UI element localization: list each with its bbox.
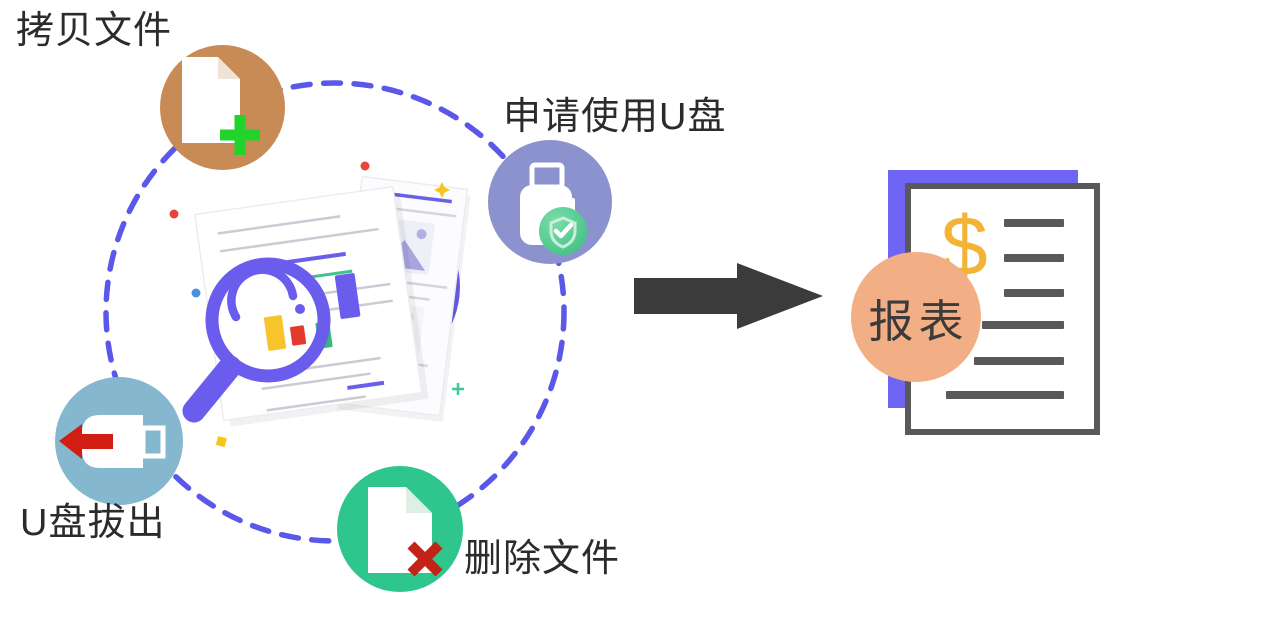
plus-icon [220,115,260,155]
center-illustration [103,80,567,544]
label-apply-usb: 申请使用U盘 [503,96,727,138]
report-line [946,391,1064,399]
checkmark-icon [553,222,574,239]
report-line [974,357,1064,365]
cross-icon [407,541,443,577]
gauge-dot [295,304,305,314]
report-line [982,321,1064,329]
gauge-arc [227,265,298,322]
magnifier-lens-ring [205,257,331,383]
eject-arrow-icon [59,424,113,459]
node-usb-eject [55,377,183,505]
file-add-icon [182,57,260,155]
label-usb-eject: U盘拔出 [20,502,166,544]
node-copy-file [160,45,285,170]
report-line [1004,289,1064,297]
report-line [1004,219,1064,227]
magnifier-icon [182,257,333,423]
flow-arrow [634,263,823,329]
arrow-right-icon [634,263,823,329]
report-line [1004,254,1064,262]
label-delete-file: 删除文件 [464,538,621,580]
report-badge: 报表 [851,252,981,382]
dashed-orbit-ring [103,80,567,544]
node-delete-file [337,466,463,592]
file-delete-icon [368,487,443,577]
usb-shield-icon [520,162,587,255]
magnifier-handle [182,355,242,423]
node-apply-usb [488,140,612,264]
label-copy-file: 拷贝文件 [16,10,173,52]
usb-eject-icon [59,415,166,468]
decorative-dots [169,161,464,448]
report-badge-label: 报表 [868,295,969,347]
